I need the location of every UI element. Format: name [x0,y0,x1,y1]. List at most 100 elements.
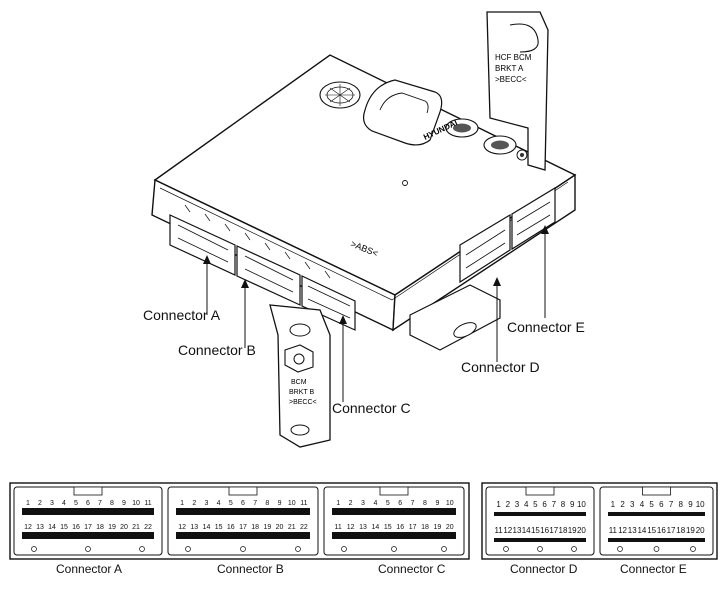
pin-b-8: 8 [265,500,269,507]
bcm-diagram: HYUNDAI HCF BCM BRKT A >BECC< [9,11,718,576]
pin-d-14: 14 [522,526,531,535]
pinout-bar-bottom-c [332,532,456,539]
pinout-box-a [13,486,163,556]
pinout-bar-bottom-a [22,532,154,539]
pin-c-13: 13 [359,524,367,531]
pin-e-16: 16 [657,526,666,535]
pinout-label-e: Connector E [620,562,687,576]
pin-e-14: 14 [637,526,646,535]
pinout-key-d [537,546,543,552]
pinout-bar-top-a [22,508,154,515]
pinout-label-a: Connector A [56,562,123,576]
callout-connector-a: Connector A [143,307,221,323]
pin-b-4: 4 [217,500,221,507]
pin-a-7: 7 [98,500,102,507]
pinout-key-b [240,546,246,552]
pin-e-2: 2 [620,500,625,509]
pin-c-1: 1 [336,500,340,507]
side-bracket-right [409,284,501,351]
pin-c-7: 7 [411,500,415,507]
pin-a-10: 10 [132,500,140,507]
pin-d-11: 11 [494,526,503,535]
pinout-key-c [341,546,347,552]
pin-c-9: 9 [435,500,439,507]
pin-b-11: 11 [300,500,307,507]
pin-e-9: 9 [688,500,693,509]
pin-d-2: 2 [506,500,511,509]
connector-b-housing [236,245,301,306]
pin-d-5: 5 [533,500,538,509]
pin-b-3: 3 [205,500,209,507]
pin-e-17: 17 [667,526,676,535]
pin-e-1: 1 [611,500,616,509]
pinout-key-a [139,546,145,552]
pinout-key-e [653,546,660,552]
svg-text:HCF BCM: HCF BCM [495,53,532,62]
pin-b-9: 9 [278,500,282,507]
pin-a-3: 3 [50,500,54,507]
pin-b-18: 18 [251,524,259,531]
pinout-latch-b [228,486,258,496]
pin-b-6: 6 [241,500,245,507]
pin-d-9: 9 [570,500,575,509]
pin-e-10: 10 [696,500,705,509]
pin-a-11: 11 [144,500,151,507]
pinout-key-a [31,546,37,552]
pin-b-10: 10 [288,500,296,507]
callout-connector-c: Connector C [332,400,411,416]
pin-a-17: 17 [84,524,92,531]
pinout-box-b [167,486,319,556]
pin-c-4: 4 [373,500,377,507]
pinout-box-c [323,486,465,556]
pin-a-16: 16 [72,524,80,531]
pin-e-12: 12 [618,526,627,535]
svg-text:BRKT A: BRKT A [495,64,524,73]
pin-b-1: 1 [180,500,184,507]
pin-e-8: 8 [679,500,684,509]
pinout-latch-c [379,486,409,496]
pin-d-20: 20 [577,526,586,535]
pin-d-16: 16 [540,526,549,535]
pin-e-15: 15 [647,526,656,535]
pin-a-12: 12 [24,524,32,531]
pin-c-19: 19 [434,524,442,531]
pin-e-11: 11 [609,526,618,535]
pin-a-9: 9 [122,500,126,507]
pinout-key-d [571,546,577,552]
pin-c-5: 5 [386,500,390,507]
pin-a-1: 1 [26,500,30,507]
pin-d-19: 19 [568,526,577,535]
pin-c-10: 10 [446,500,454,507]
connector-c-housing [301,275,356,331]
pin-d-8: 8 [561,500,566,509]
connector-e-housing [511,186,556,251]
pin-b-21: 21 [288,524,296,531]
pin-c-20: 20 [446,524,454,531]
pinout-key-b [185,546,191,552]
callout-connector-d: Connector D [461,359,540,375]
pin-c-14: 14 [372,524,380,531]
pinout-key-c [441,546,447,552]
pin-a-5: 5 [74,500,78,507]
pin-a-21: 21 [132,524,140,531]
pin-b-19: 19 [263,524,271,531]
pin-b-13: 13 [190,524,198,531]
pinout-bar-top-b [176,508,310,515]
pin-c-6: 6 [398,500,402,507]
pinout-key-a [85,546,91,552]
pinout-label-c: Connector C [378,562,446,576]
pin-a-6: 6 [86,500,90,507]
pin-e-19: 19 [686,526,695,535]
pin-b-17: 17 [239,524,247,531]
pin-e-6: 6 [659,500,664,509]
pin-a-22: 22 [144,524,152,531]
pin-d-13: 13 [513,526,522,535]
pin-e-3: 3 [630,500,635,509]
pinout-key-c [391,546,397,552]
connector-a-housing [169,214,236,276]
callout-connector-e: Connector E [507,319,585,335]
pin-c-11: 11 [335,524,342,531]
pin-d-18: 18 [559,526,568,535]
pin-d-17: 17 [549,526,558,535]
